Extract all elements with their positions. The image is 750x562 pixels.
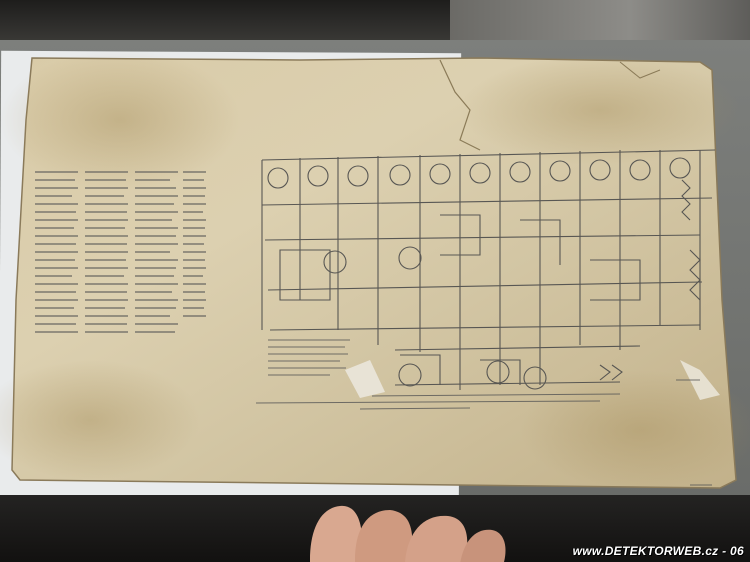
background-panel bbox=[450, 0, 750, 45]
parts-list bbox=[35, 171, 206, 333]
schematic-notes bbox=[255, 339, 712, 486]
hand-fingers bbox=[310, 505, 506, 562]
watermark-text: www.DETEKTORWEB.cz - 06 bbox=[572, 544, 744, 558]
circuit-schematic bbox=[261, 149, 716, 390]
